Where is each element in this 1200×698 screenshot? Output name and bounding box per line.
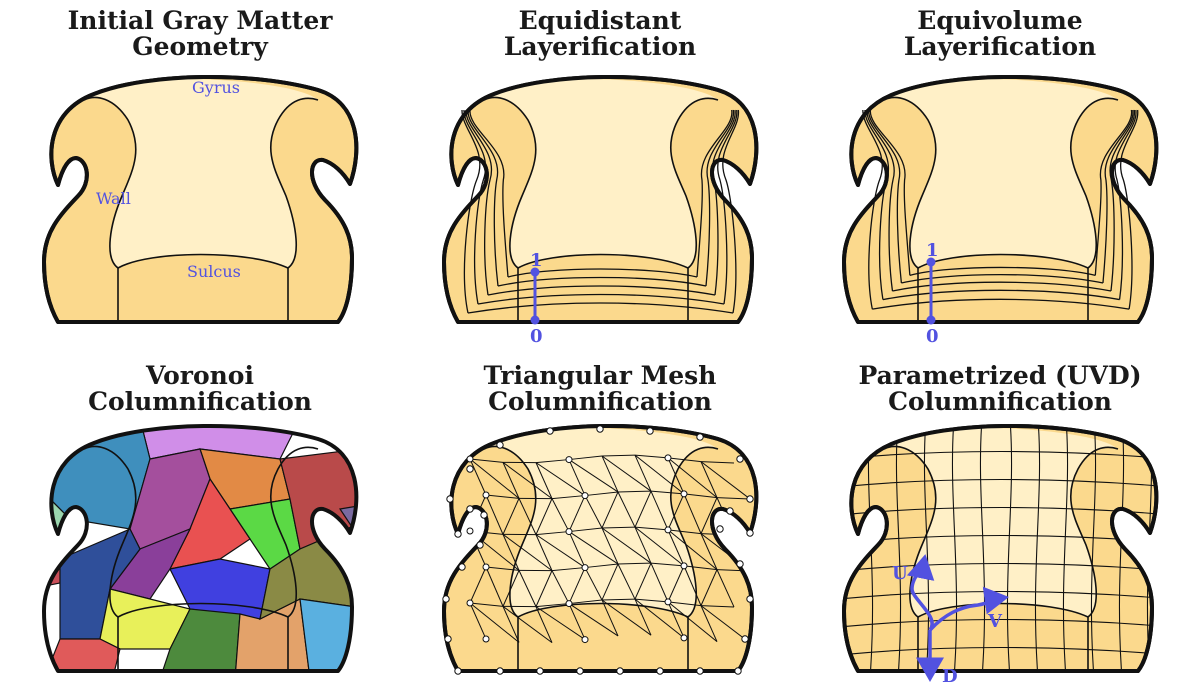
panel-initial-geometry: Initial Gray Matter Geometry Gyrus Wall … [0,0,400,349]
gray-matter-outline [42,424,359,673]
voronoi-diagram [42,424,359,673]
equidistant-diagram: 1 0 [442,75,759,347]
wall-label: Wall [96,189,131,208]
gray-matter-shape [42,75,359,324]
uvd-diagram: U V D [842,424,1159,687]
mesh-node [726,507,734,515]
mesh-node [664,526,672,534]
mesh-node [536,667,544,675]
equivolume-diagram: 1 0 [842,75,1159,347]
mesh-node [444,635,452,643]
layer-lines [461,109,739,314]
mesh-node [496,667,504,675]
mesh-node [680,562,688,570]
mesh-node [482,491,490,499]
gray-matter-shape [442,75,759,324]
panel-title: Parametrized (UVD) Columnification [858,361,1142,416]
mesh-node [581,564,589,572]
mesh-node [466,505,474,513]
mesh-node [741,635,749,643]
panel-parametrized-uvd: Parametrized (UVD) Columnification U V D [800,349,1200,698]
panel-equivolume: Equivolume Layerification 1 0 [800,0,1200,349]
panel-title: Voronoi Columnification [88,361,312,416]
initial-geometry-diagram: Gyrus Wall Sulcus [42,75,359,324]
mesh-node [716,525,724,533]
mesh-node [496,441,504,449]
axis-top-marker [926,257,936,267]
axis-bottom-marker [926,315,936,325]
mesh-node [581,492,589,500]
mesh-node [446,495,454,503]
axis-bottom-label: 0 [926,326,939,347]
v-axis-arrow [928,586,1009,632]
mesh-node [576,667,584,675]
mesh-node [734,667,742,675]
mesh-node [680,634,688,642]
panel-triangular-mesh: Triangular Mesh Columnification [400,349,800,698]
u-axis-arrow [906,554,935,632]
gray-matter-shape [842,424,1159,673]
d-axis-label: D [942,666,958,687]
mesh-node [746,529,754,537]
axis-bottom-label: 0 [530,326,543,347]
gyrus-label: Gyrus [192,78,240,97]
mesh-node [696,433,704,441]
mesh-node [616,667,624,675]
mesh-node [746,495,754,503]
voronoi-cell [44,638,121,671]
mesh-node [454,530,462,538]
axis-top-label: 1 [530,250,543,271]
sulcus-label: Sulcus [187,262,241,281]
mesh-node [466,455,474,463]
panel-title: Equivolume Layerification [903,6,1097,61]
mesh-node [480,511,488,519]
mesh-node [664,454,672,462]
panel-equidistant: Equidistant Layerification 1 0 [400,0,800,349]
mesh-node [596,425,604,433]
u-axis-label: U [892,563,908,584]
axis-top-label: 1 [926,240,939,261]
mesh-node [546,427,554,435]
panel-title: Equidistant Layerification [503,6,697,61]
mesh-node [565,600,573,608]
mesh-node [656,667,664,675]
mesh-node [466,527,474,535]
mesh-node [454,667,462,675]
mesh-node [565,528,573,536]
mesh-node [736,455,744,463]
mesh-node [581,636,589,644]
gray-matter-shape [442,424,759,673]
mesh-node [466,599,474,607]
voronoi-cell [299,598,357,671]
layer-lines [862,109,1139,310]
axis-top-marker [530,267,540,277]
mesh-node [646,427,654,435]
mesh-node [746,595,754,603]
mesh-node [476,541,484,549]
mesh-node [458,563,466,571]
triangular-mesh-diagram [442,424,759,675]
mesh-node [442,595,450,603]
panel-title: Initial Gray Matter Geometry [67,6,333,61]
mesh-node [482,563,490,571]
mesh-node [565,456,573,464]
axis-bottom-marker [530,315,540,325]
mesh-node [680,490,688,498]
panel-voronoi: Voronoi Columnification [0,349,400,698]
mesh-node [466,465,474,473]
mesh-node [736,560,744,568]
mesh-node [664,598,672,606]
mesh-node [696,667,704,675]
mesh-nodes [442,425,754,675]
mesh-lines [469,454,751,644]
panel-title: Triangular Mesh Columnification [483,361,717,416]
v-axis-label: V [987,611,1003,632]
mesh-node [482,635,490,643]
